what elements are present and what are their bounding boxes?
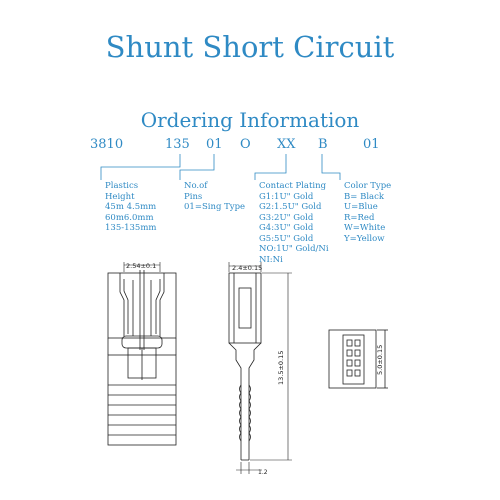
pins-legend: No.of Pins 01=Sing Type: [184, 181, 245, 213]
code-plating: XX: [277, 137, 296, 152]
legend-line: W=White: [344, 223, 386, 233]
legend-line: Contact Plating: [259, 181, 327, 191]
side-view: [228, 272, 262, 461]
legend-line: R=Red: [344, 212, 375, 223]
code-height: 135: [165, 137, 190, 152]
pitch-dimension: 2.54±0.1: [126, 262, 156, 270]
leader-lines: [100, 154, 341, 180]
ordering-info-heading: Ordering Information: [140, 108, 360, 132]
legend-line: 01=Sing Type: [184, 202, 246, 212]
legend-line: G3:2U" Gold: [259, 212, 314, 223]
legend-line: Height: [105, 191, 135, 202]
code-suffix: 01: [363, 137, 380, 152]
code-series: 3810: [90, 137, 124, 152]
legend-line: No.of: [184, 181, 208, 191]
code-pins: 01: [206, 137, 223, 152]
top-view: [328, 329, 388, 389]
plating-legend: Contact Plating G1:1U" Gold G2:1.5U" Gol…: [259, 181, 329, 265]
code-separator: O: [240, 137, 251, 152]
page-title: Shunt Short Circuit: [105, 30, 395, 64]
legend-line: G2:1.5U" Gold: [259, 202, 322, 212]
side-dimension-lines: [228, 262, 292, 474]
legend-line: 135-135mm: [105, 223, 157, 233]
pin-width-dimension: 1.2: [258, 469, 268, 476]
legend-line: NI:Ni: [259, 254, 283, 265]
front-view: [107, 270, 177, 446]
pitch-dimension-lines: [123, 262, 161, 272]
legend-line: NO:1U" Gold/Ni: [259, 244, 329, 254]
legend-line: Color Type: [344, 181, 392, 191]
code-color: B: [318, 137, 328, 152]
legend-line: G1:1U" Gold: [259, 191, 314, 202]
height-dimension: 13.5±0.15: [277, 351, 285, 385]
plastics-height-legend: Plastics Height 45m 4.5mm 60m6.0mm 135-1…: [105, 181, 156, 234]
legend-line: Plastics: [105, 181, 139, 191]
legend-line: G4:3U" Gold: [259, 223, 314, 233]
legend-line: G5:5U" Gold: [259, 233, 314, 244]
color-legend: Color Type B= Black U=Blue R=Red W=White…: [344, 181, 391, 244]
width-dimension: 2.4±0.15: [232, 264, 262, 272]
side-height-dimension: 5.0±0.15: [376, 345, 384, 375]
legend-line: Y=Yellow: [344, 233, 385, 244]
legend-line: 45m 4.5mm: [105, 202, 157, 212]
legend-line: 60m6.0mm: [105, 212, 154, 223]
legend-line: Pins: [184, 191, 203, 202]
legend-line: B= Black: [344, 191, 385, 202]
legend-line: U=Blue: [344, 202, 378, 212]
